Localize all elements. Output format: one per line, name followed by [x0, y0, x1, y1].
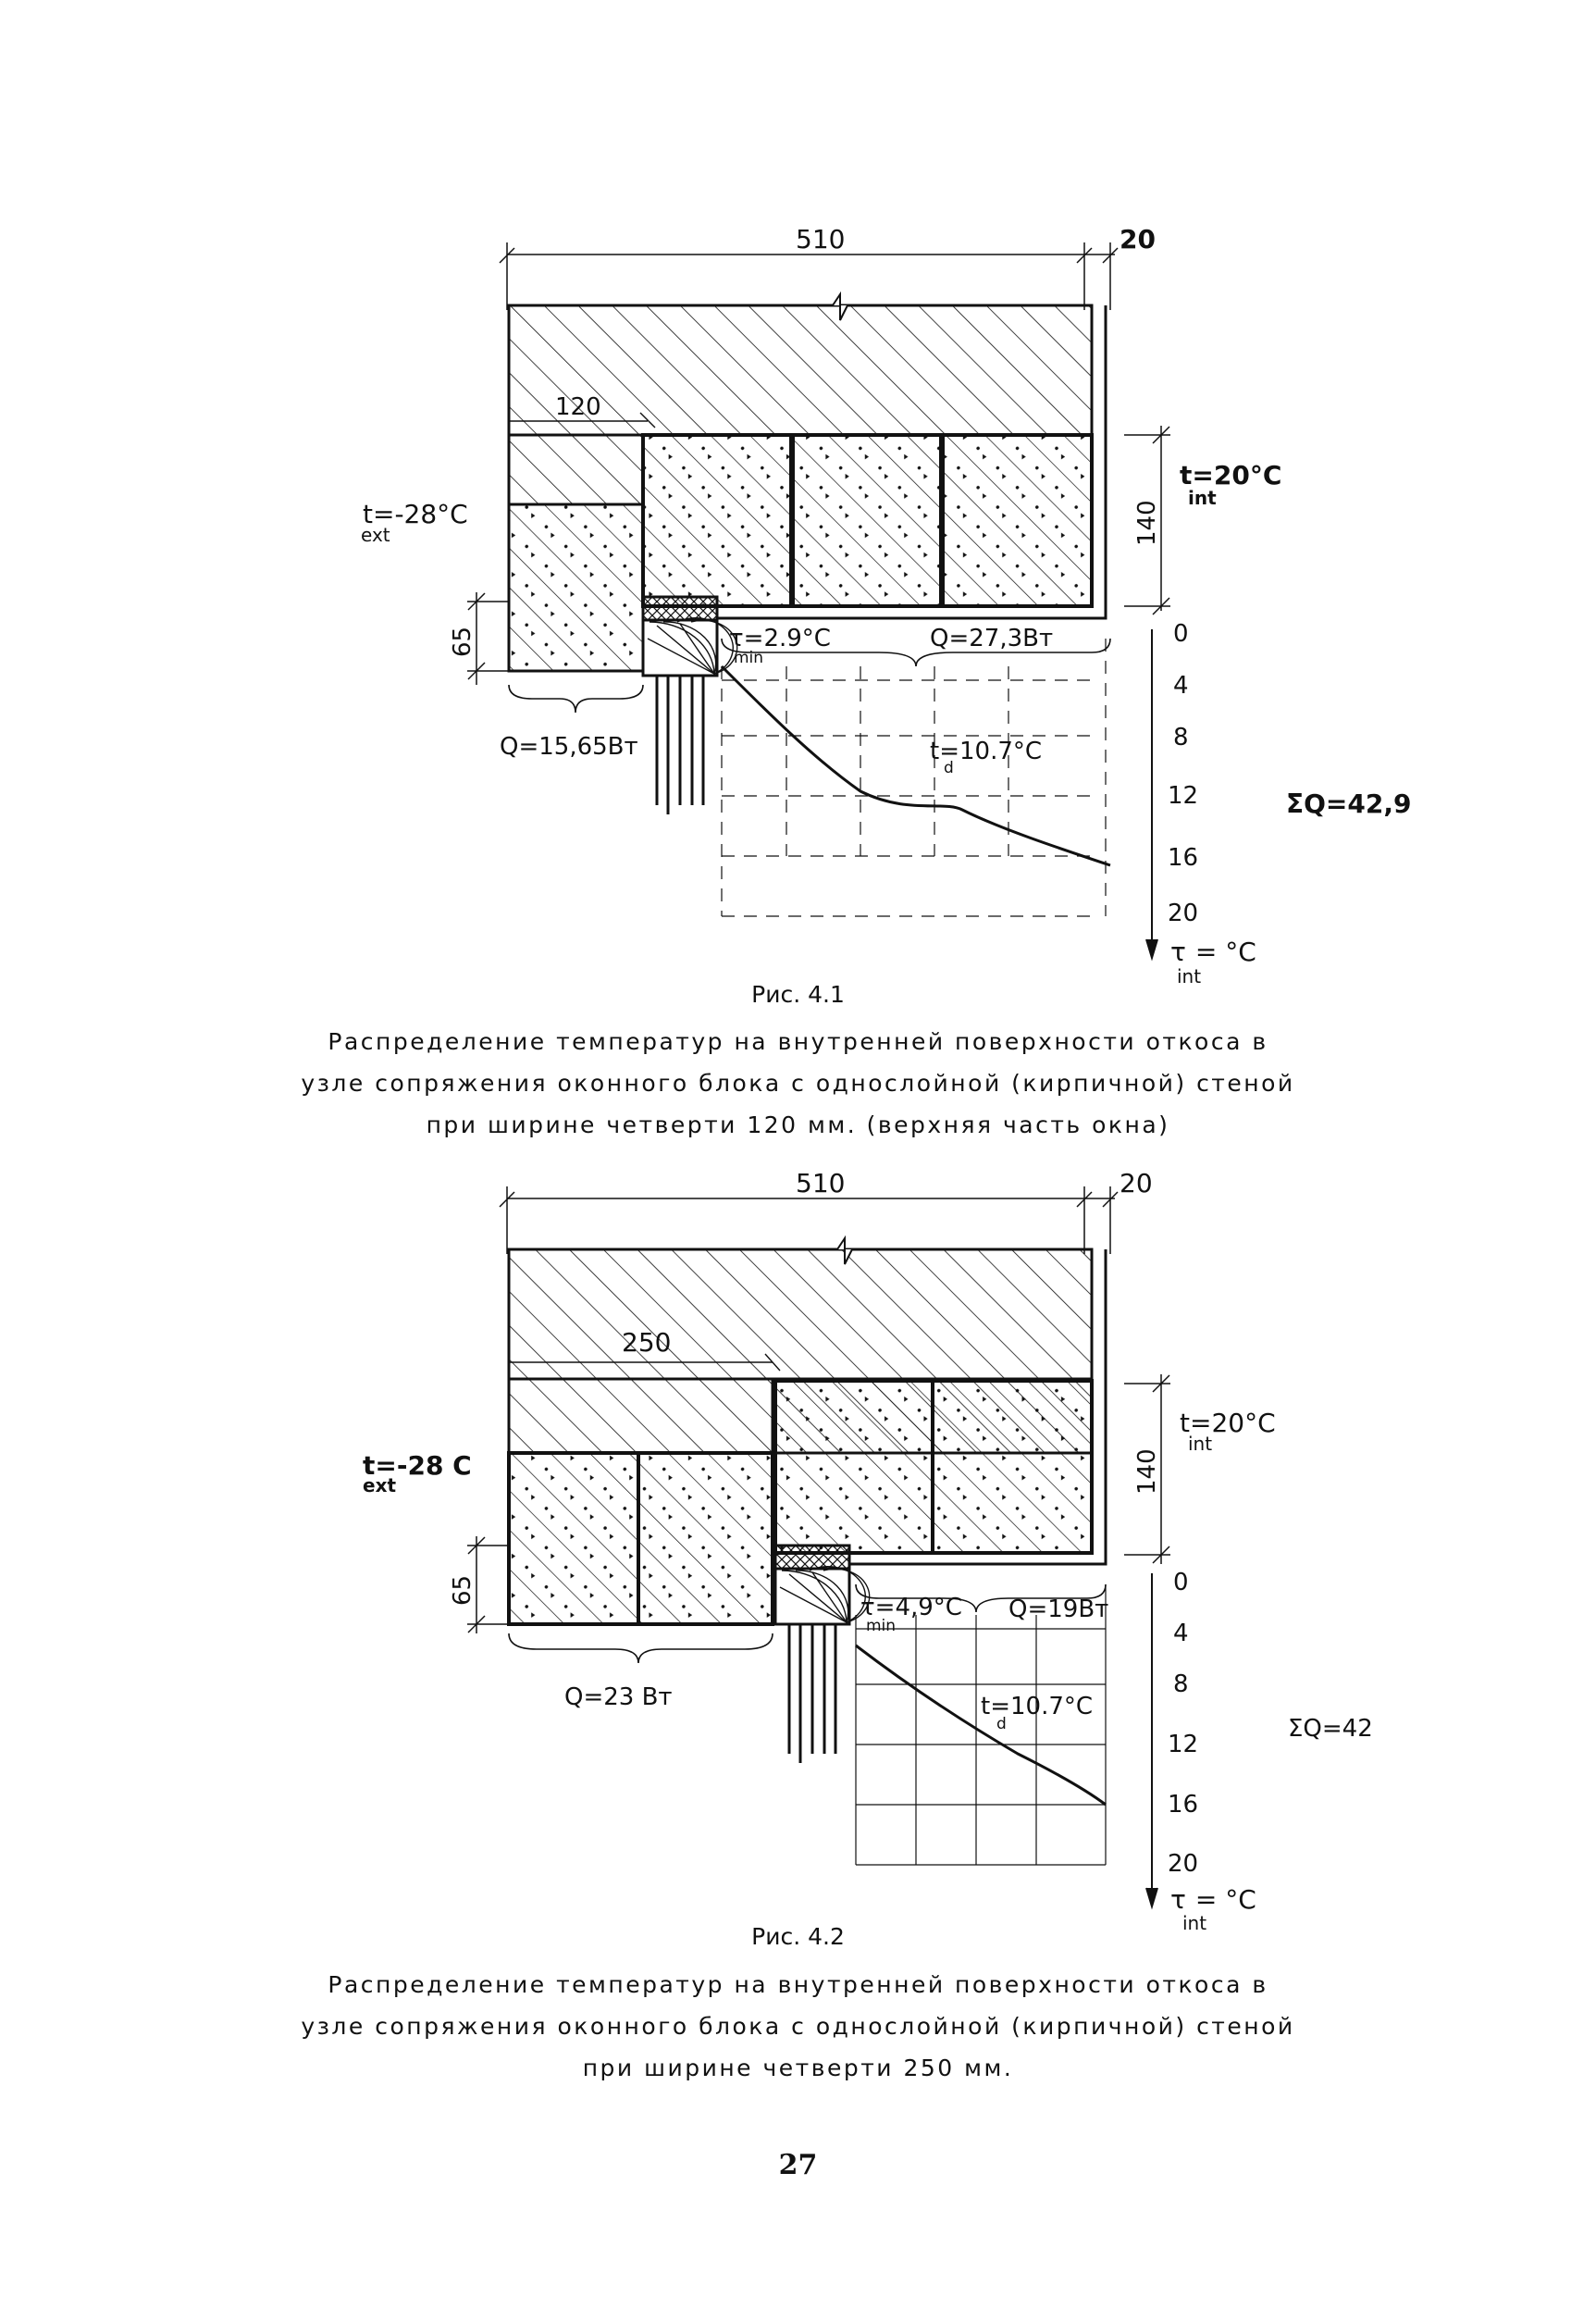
t-ext-label: t=-28°C	[363, 499, 468, 529]
glazing-unit	[787, 1624, 837, 1763]
scale-tick: 8	[1173, 1670, 1189, 1698]
t-d-label: t=10.7°C	[981, 1693, 1093, 1720]
caption-line: Распределение температур на внутренней п…	[328, 1971, 1268, 1998]
q-left-label: Q=23 Вт	[564, 1683, 673, 1711]
dim-140-label: 140	[1133, 500, 1161, 546]
lintel-block-2	[931, 1379, 1094, 1555]
figure-4-1: 510 20 120 140 65 t=-28°C ext t=20°C int…	[361, 224, 1411, 987]
lintel-block-3	[941, 433, 1094, 608]
temperature-grid	[855, 1584, 1107, 1866]
temperature-axis	[1145, 1573, 1158, 1910]
lintel-block-2	[791, 433, 943, 608]
figure-number: Рис. 4.2	[751, 1923, 845, 1950]
t-int-label: t=20°C	[1180, 1408, 1276, 1438]
tau-min-sub: min	[866, 1617, 896, 1635]
t-int-sub: int	[1188, 1433, 1212, 1455]
caption-line: узле сопряжения оконного блока с односло…	[301, 2013, 1295, 2040]
insulation-seal	[641, 595, 719, 622]
outer-brick-block	[507, 503, 645, 673]
tau-int-label: τ= °C	[1170, 937, 1256, 967]
dim-width-small-label: 20	[1120, 224, 1156, 255]
dim-width-small-label: 20	[1120, 1168, 1153, 1198]
caption-line: Распределение температур на внутренней п…	[328, 1028, 1268, 1055]
brace-left	[508, 1633, 773, 1664]
sum-q-label: ΣQ=42,9	[1286, 788, 1411, 819]
t-d-sub: d	[944, 759, 954, 777]
insulation-seal	[773, 1544, 851, 1571]
q-right-label: Q=19Вт	[1008, 1595, 1108, 1623]
q-left-label: Q=15,65Вт	[500, 733, 638, 761]
tau-min-sub: min	[734, 649, 763, 667]
outer-brick-block-2	[637, 1451, 774, 1626]
figure-4-2: 510 20 250 140 65 t=-28 C ext t=20°C int…	[363, 1168, 1373, 1934]
scale-tick: 0	[1173, 620, 1189, 648]
caption-line: при ширине четверти 250 мм.	[582, 2055, 1014, 2081]
tau-min-label: τ=2.9°C	[729, 625, 831, 652]
tau-min-label: τ=4,9°C	[860, 1594, 962, 1621]
t-int-sub: int	[1188, 487, 1217, 509]
dimension-quarter	[509, 412, 656, 428]
figure-caption: Распределение температур на внутренней п…	[0, 1964, 1596, 2089]
scale-tick: 16	[1168, 844, 1198, 872]
scale-ticks: 0 4 8 12 16 20	[1168, 1569, 1198, 1878]
brace-right	[721, 638, 1111, 667]
dimension-heights	[467, 1374, 1170, 1633]
scale-tick: 4	[1173, 1620, 1189, 1647]
sum-q-label: ΣQ=42	[1288, 1715, 1373, 1743]
dimension-quarter	[509, 1353, 781, 1372]
break-line	[832, 291, 848, 321]
caption-line: узле сопряжения оконного блока с односло…	[301, 1070, 1295, 1097]
tau-int-sub: int	[1177, 965, 1201, 987]
tau-int-label: τ= °C	[1170, 1884, 1256, 1915]
t-d-label: t=10.7°C	[930, 738, 1042, 765]
scale-tick: 12	[1168, 1731, 1198, 1758]
dim-quarter-label: 250	[622, 1327, 671, 1358]
dimension-width	[499, 1186, 1119, 1254]
page-number: 27	[778, 2149, 818, 2181]
figure-number: Рис. 4.1	[751, 981, 845, 1008]
t-d-sub: d	[996, 1715, 1007, 1733]
tau-int-sub: int	[1182, 1912, 1206, 1934]
isotherm-arcs	[779, 1566, 871, 1623]
scale-tick: 0	[1173, 1569, 1189, 1596]
temperature-curve	[720, 664, 1111, 867]
q-right-label: Q=27,3Вт	[930, 625, 1053, 652]
t-ext-label: t=-28 C	[363, 1450, 472, 1481]
break-line	[836, 1235, 853, 1265]
dim-65-label: 65	[449, 1575, 476, 1606]
t-int-label: t=20°C	[1180, 460, 1281, 490]
brick-wall-left	[507, 1377, 774, 1455]
temperature-curve	[855, 1644, 1107, 1807]
dim-width-label: 510	[796, 224, 845, 255]
t-ext-sub: ext	[363, 1474, 396, 1496]
scale-tick: 20	[1168, 1850, 1198, 1878]
temperature-axis	[1145, 629, 1158, 962]
glazing-unit	[655, 676, 705, 814]
dim-140-label: 140	[1133, 1448, 1161, 1495]
caption-line: при ширине четверти 120 мм. (верхняя час…	[426, 1111, 1170, 1138]
scale-tick: 12	[1168, 782, 1198, 810]
outer-brick-block-1	[507, 1451, 640, 1626]
lintel-block-1	[641, 433, 793, 608]
brace-right	[855, 1583, 1107, 1613]
brace-left	[508, 684, 644, 714]
dim-65-label: 65	[449, 627, 476, 657]
dim-quarter-label: 120	[555, 393, 601, 421]
figure-caption: Распределение температур на внутренней п…	[0, 1021, 1596, 1146]
t-ext-sub: ext	[361, 524, 390, 546]
scale-ticks: 0 4 8 12 16 20	[1168, 620, 1198, 927]
lintel-block-1	[773, 1379, 934, 1555]
brick-wall-upper	[507, 433, 645, 506]
scale-tick: 8	[1173, 724, 1189, 751]
dim-width-label: 510	[796, 1168, 845, 1198]
dimension-heights	[467, 426, 1170, 685]
isotherm-arcs	[647, 617, 738, 675]
temperature-grid	[721, 639, 1107, 917]
scale-tick: 16	[1168, 1791, 1198, 1819]
scale-tick: 20	[1168, 900, 1198, 927]
brick-wall-top	[507, 1248, 1094, 1381]
dimension-width	[499, 242, 1119, 310]
scale-tick: 4	[1173, 672, 1189, 700]
